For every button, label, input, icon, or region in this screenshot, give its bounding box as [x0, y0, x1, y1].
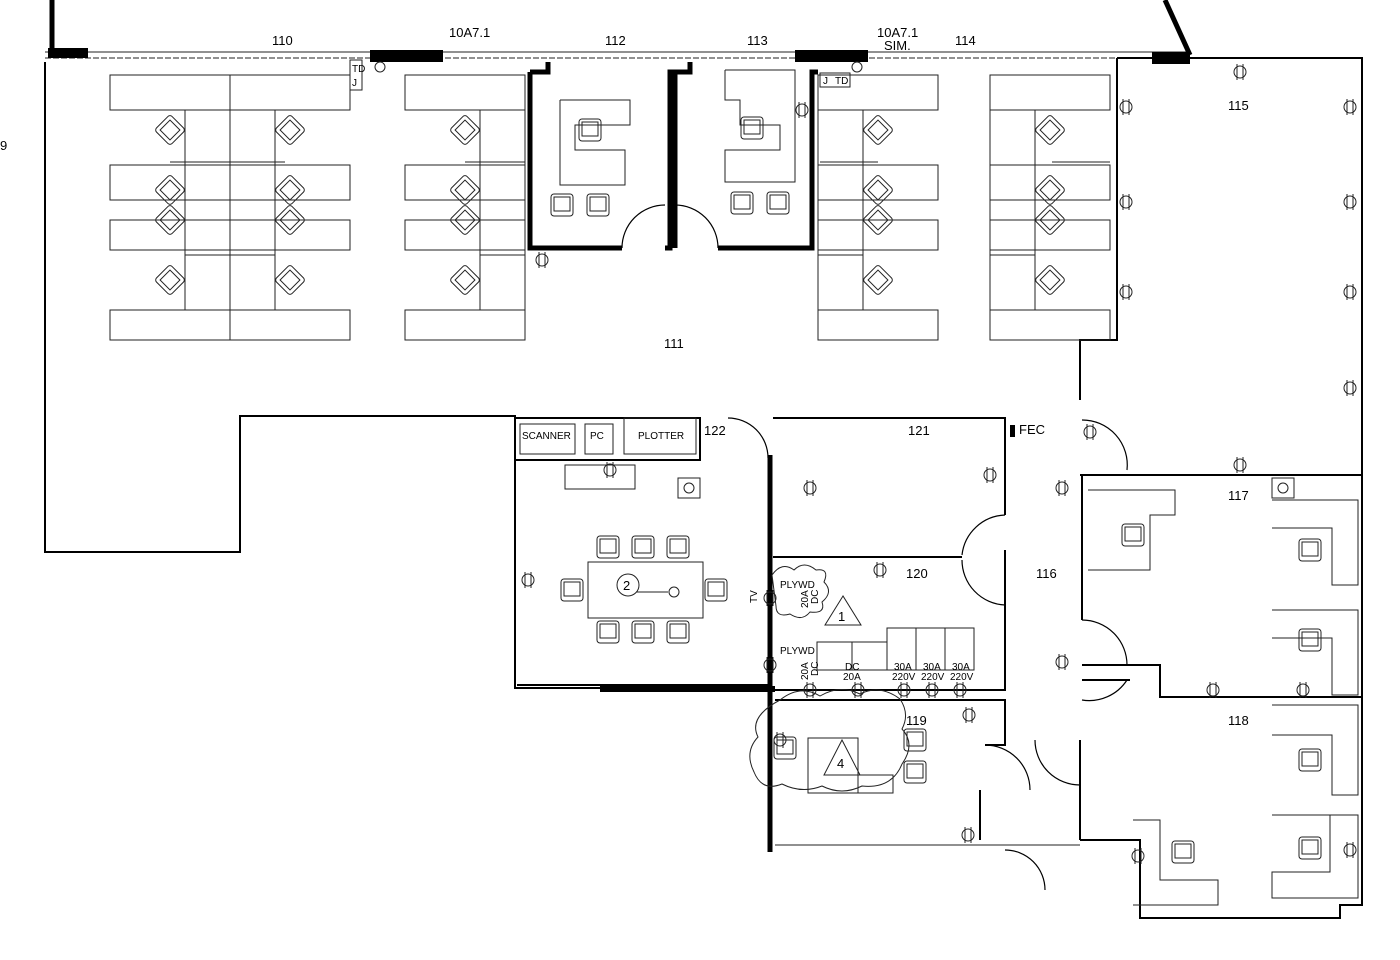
plywood-label: PLYWD — [780, 580, 815, 591]
scanner — [519, 423, 576, 455]
column-icon — [374, 61, 386, 73]
room-120-label: 120 — [906, 566, 928, 581]
circuit-30a-label: 30A — [923, 662, 941, 673]
plywood-label: PLYWD — [780, 646, 815, 657]
room-116-label: 116 — [1036, 566, 1057, 581]
revision-cloud — [749, 689, 910, 792]
section-tag-icon — [616, 573, 640, 597]
jack-td-label: TD — [352, 64, 365, 75]
fec-label: FEC — [1019, 422, 1045, 437]
detail-ref-sim: SIM. — [884, 38, 911, 53]
room-121-label: 121 — [908, 423, 930, 438]
office-furniture — [550, 69, 1359, 906]
jack-box: TD J — [349, 59, 365, 91]
voltage-label: 220V — [921, 672, 945, 683]
doors — [621, 204, 1128, 891]
room-labels: 110 111 112 113 114 115 116 117 118 119 … — [0, 25, 1249, 771]
cubicle-workstations — [110, 75, 1110, 340]
detail-ref-right: 10A7.1 — [877, 25, 918, 40]
jack-box: J TD — [819, 72, 851, 88]
revision-1-label: 1 — [838, 609, 845, 624]
plotter — [623, 417, 697, 455]
jack-j-label: J — [352, 78, 357, 89]
tv-label: TV — [749, 590, 760, 603]
interior-walls — [44, 57, 1363, 919]
dc-label: DC — [845, 662, 859, 673]
dc-label: DC — [810, 662, 821, 676]
revision-triangle-icon — [824, 595, 862, 626]
room-119-label: 119 — [906, 713, 927, 728]
edge-label: 9 — [0, 138, 7, 153]
circuit-20a-label: 20A — [800, 662, 811, 680]
dc-label: DC — [810, 590, 821, 604]
room-118-label: 118 — [1228, 713, 1249, 728]
scanner-label: SCANNER — [522, 431, 571, 442]
outlet-icons — [521, 63, 1357, 865]
circuit-30a-label: 30A — [894, 662, 912, 673]
circuit-20a-label: 20A — [843, 672, 861, 683]
jack-j-label: J — [823, 76, 828, 87]
circuit-30a-label: 30A — [952, 662, 970, 673]
section-tag-label: 2 — [623, 578, 630, 593]
exterior-wall — [45, 0, 1193, 73]
plotter-label: PLOTTER — [638, 431, 684, 442]
pc — [584, 423, 614, 455]
room-112-label: 112 — [605, 33, 626, 48]
voltage-label: 220V — [892, 672, 916, 683]
column-icon — [851, 61, 863, 73]
pc-label: PC — [590, 431, 604, 442]
detail-ref-left: 10A7.1 — [449, 25, 490, 40]
room-111-label: 111 — [664, 336, 684, 351]
room-114-label: 114 — [955, 33, 976, 48]
room-113-label: 113 — [747, 33, 768, 48]
room-115-label: 115 — [1228, 98, 1249, 113]
revision-4-label: 4 — [837, 756, 844, 771]
room-110-label: 110 — [272, 33, 293, 48]
room-117-label: 117 — [1228, 488, 1249, 503]
room-122-label: 122 — [704, 423, 726, 438]
jack-td-label: TD — [835, 76, 848, 87]
circuit-20a-label: 20A — [800, 590, 811, 608]
fire-extinguisher-icon — [1010, 425, 1015, 437]
revision-triangle-icon — [823, 738, 861, 776]
voltage-label: 220V — [950, 672, 974, 683]
revision-cloud — [771, 564, 829, 618]
